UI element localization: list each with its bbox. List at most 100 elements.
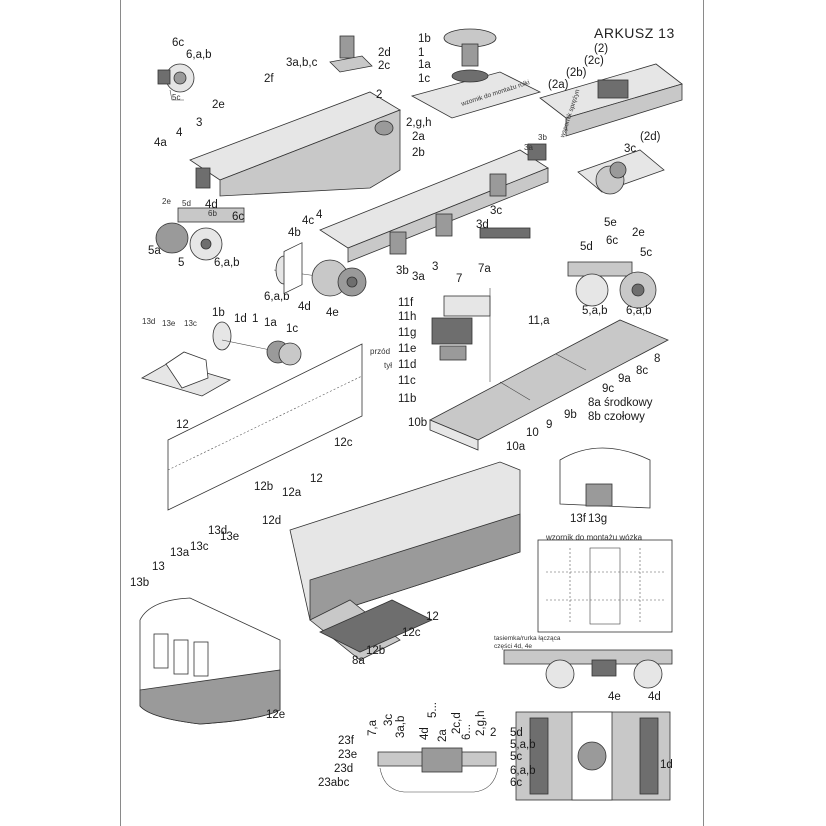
label-23abc: 23abc bbox=[318, 777, 350, 789]
label-6ab: 6,a,b bbox=[186, 49, 212, 61]
label-9a: 9a bbox=[618, 373, 631, 385]
label-1c-b: 1c bbox=[286, 323, 298, 335]
label-12-b: 12 bbox=[310, 473, 323, 485]
label-11a: 11,a bbox=[528, 315, 550, 327]
label-5: 5 bbox=[178, 257, 184, 269]
wheel-set-right: 5d 6c 2e 5c 5,a,b 6,a,b bbox=[567, 227, 657, 317]
bogie-side-right: (2) (2c) (2b) (2a) (2d) 3c 5e wspornik s… bbox=[539, 43, 683, 229]
label-10b: 10b bbox=[408, 417, 427, 429]
label-1a-b: 1a bbox=[264, 317, 277, 329]
label-13g: 13g bbox=[588, 513, 607, 525]
label-11b: 11b bbox=[398, 393, 416, 405]
bogie-top-view: 5d 5,a,b 5c 6,a,b 6c 1d bbox=[510, 711, 673, 801]
text-tyl: tył bbox=[384, 361, 392, 370]
gear-assembly-top-left: 6c 6,a,b 5c bbox=[157, 37, 212, 102]
label-12c-b: 12c bbox=[402, 627, 421, 639]
label-4d-b: 4d bbox=[298, 301, 311, 313]
label-11c: 11c bbox=[398, 375, 416, 387]
wheel-set-left: 2e 5d 4d 6b 6c 5a 5 6,a,b bbox=[148, 197, 245, 269]
label-4-b: 4 bbox=[316, 209, 323, 221]
label-6ab-b: 6,a,b bbox=[214, 257, 240, 269]
label-10a: 10a bbox=[506, 441, 526, 453]
label-2f: 2f bbox=[264, 73, 274, 85]
label-5c-b: 5c bbox=[640, 247, 652, 259]
cab-front: 13d 13e 13c 13a 13 13b 12e bbox=[130, 525, 285, 725]
label-3d: 3d bbox=[476, 219, 489, 231]
label-5a: 5a bbox=[148, 245, 161, 257]
text-przod: przód bbox=[370, 347, 390, 356]
label-4d: 4d bbox=[205, 199, 218, 211]
module-11: 11f 11h 11g 11e 11d 11c 11b 11,a przód t… bbox=[370, 288, 550, 405]
label-2e: 2e bbox=[212, 99, 225, 111]
label-12a: 12a bbox=[282, 487, 302, 499]
label-12-c: 12 bbox=[426, 611, 439, 623]
car-body: 12 12a 12d 12 12c 12b 8a bbox=[262, 461, 521, 667]
label-2bp: (2b) bbox=[566, 67, 587, 79]
label-23d: 23d bbox=[334, 763, 353, 775]
label-10: 10 bbox=[526, 427, 539, 439]
label-23e: 23e bbox=[338, 749, 357, 761]
label-8b: 8b czołowy bbox=[588, 411, 645, 423]
label-2a: 2a bbox=[412, 131, 425, 143]
label-13c: 13c bbox=[184, 319, 197, 328]
label-2p: (2) bbox=[594, 43, 608, 55]
label-2: 2 bbox=[376, 89, 382, 101]
label-12e: 12e bbox=[266, 709, 285, 721]
label-4e-b: 4e bbox=[608, 691, 621, 703]
roller-assembly: 1b 1 1a 1c wzornik do montażu rolki bbox=[410, 28, 542, 119]
label-13b: 13b bbox=[130, 577, 149, 589]
wheel-set-center: 6,a,b 4d 4e bbox=[264, 255, 367, 319]
bogie-template: wzornik do montażu wózka bbox=[537, 533, 673, 633]
label-3abc: 3a,b,c bbox=[286, 57, 318, 69]
label-2dp: (2d) bbox=[640, 131, 661, 143]
label-3a: 3a bbox=[412, 271, 425, 283]
label-1: 1 bbox=[418, 47, 424, 59]
label-11g: 11g bbox=[398, 327, 416, 339]
label-8a-b: 8a bbox=[352, 655, 365, 667]
label-12c: 12c bbox=[334, 437, 353, 449]
label-5e: 5e bbox=[604, 217, 617, 229]
label-2a-b: 2a bbox=[437, 729, 449, 742]
label-2e-b: 2e bbox=[162, 197, 171, 206]
label-2e-c: 2e bbox=[632, 227, 645, 239]
label-2cp: (2c) bbox=[584, 55, 604, 67]
label-12d: 12d bbox=[262, 515, 281, 527]
label-8c: 8c bbox=[636, 365, 648, 377]
label-3-b: 3 bbox=[432, 261, 438, 273]
label-6ab-d: 6,a,b bbox=[626, 305, 652, 317]
label-2-c: 2 bbox=[490, 727, 496, 739]
label-3a-s: 3a bbox=[524, 143, 533, 152]
label-11d: 11d bbox=[398, 359, 416, 371]
label-5ab-b: 5,a,b bbox=[510, 739, 536, 751]
label-3c-c: 3c bbox=[383, 714, 395, 726]
label-5d-c: 5d bbox=[510, 727, 523, 739]
small-roller: 1b 1d 1 1a 1c bbox=[212, 307, 302, 366]
label-9: 9 bbox=[546, 419, 552, 431]
label-1c: 1c bbox=[418, 73, 430, 85]
label-2d: 2d bbox=[378, 47, 391, 59]
text-czesci: części 4d, 4e bbox=[494, 643, 532, 650]
label-5c-c: 5c bbox=[510, 751, 522, 763]
label-6c-b: 6c bbox=[232, 211, 244, 223]
label-11f: 11f bbox=[398, 297, 414, 309]
label-13e: 13e bbox=[162, 319, 176, 328]
label-6ab-c: 6,a,b bbox=[264, 291, 290, 303]
label-8a: 8a środkowy bbox=[588, 397, 653, 409]
label-5ab: 5,a,b bbox=[582, 305, 608, 317]
label-6b: 6b bbox=[208, 209, 217, 218]
label-2ap: (2a) bbox=[548, 79, 569, 91]
label-11h: 11h bbox=[398, 311, 416, 323]
label-13f: 13f bbox=[570, 513, 587, 525]
sheet-title: ARKUSZ 13 bbox=[594, 25, 675, 41]
label-3c: 3c bbox=[490, 205, 502, 217]
floor-plate: 8 8c 9a 9c 8a środkowy 8b czołowy 9b 9 1… bbox=[408, 319, 669, 453]
label-12b: 12b bbox=[254, 481, 273, 493]
label-3ab-b: 3a,b bbox=[395, 716, 407, 738]
label-1b-b: 1b bbox=[212, 307, 225, 319]
bogie-frame-middle: 4 4c 4b 3b 3a 3 7 7a 3d 3c 3a 3b bbox=[288, 133, 549, 285]
label-3c-b: 3c bbox=[624, 143, 636, 155]
label-2c: 2c bbox=[378, 60, 390, 72]
label-1-b: 1 bbox=[252, 313, 258, 325]
label-9c: 9c bbox=[602, 383, 614, 395]
